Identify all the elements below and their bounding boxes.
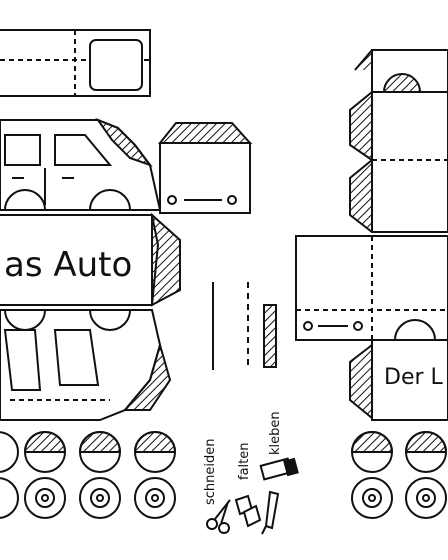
title-left: as Auto bbox=[4, 245, 132, 285]
legend-glue-label: kleben bbox=[268, 411, 283, 455]
left-wheels bbox=[0, 431, 177, 519]
left-car-template bbox=[0, 29, 253, 421]
glue-stick-icon bbox=[259, 457, 299, 481]
brush-icon bbox=[261, 490, 280, 535]
wheel-top-row bbox=[0, 431, 177, 473]
legend-fold-label: falten bbox=[237, 443, 252, 481]
scissors-icon bbox=[206, 499, 231, 534]
legend-cut-label: schneiden bbox=[203, 439, 218, 506]
title-right: Der L bbox=[384, 365, 444, 390]
legend bbox=[212, 282, 277, 370]
right-car-template bbox=[295, 49, 448, 421]
right-wheels bbox=[350, 431, 448, 519]
glue-area-sample bbox=[263, 304, 277, 368]
wheel-bottom-row bbox=[0, 477, 176, 519]
paper-scraps-icon bbox=[234, 494, 262, 528]
